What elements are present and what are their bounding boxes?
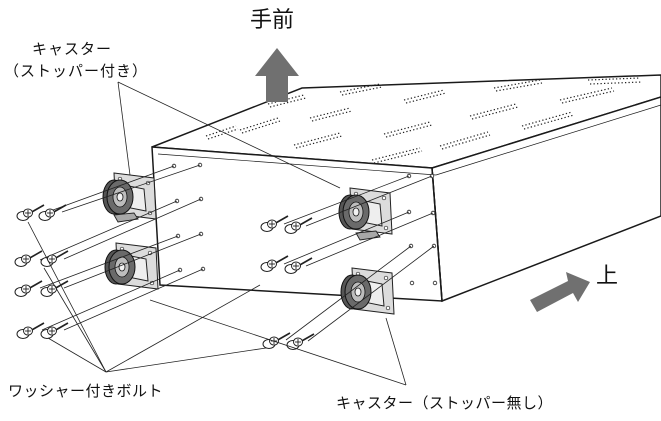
washer-bolt-label: ワッシャー付きボルト bbox=[8, 382, 164, 400]
caster-no-stopper-label: キャスター（ストッパー無し） bbox=[336, 394, 554, 412]
caster-with-stopper-sublabel: （ストッパー付き） bbox=[4, 62, 149, 80]
caster-with-stopper-label: キャスター bbox=[32, 40, 113, 58]
front-direction-label: 手前 bbox=[250, 8, 295, 33]
top-direction-label: 上 bbox=[596, 264, 619, 289]
